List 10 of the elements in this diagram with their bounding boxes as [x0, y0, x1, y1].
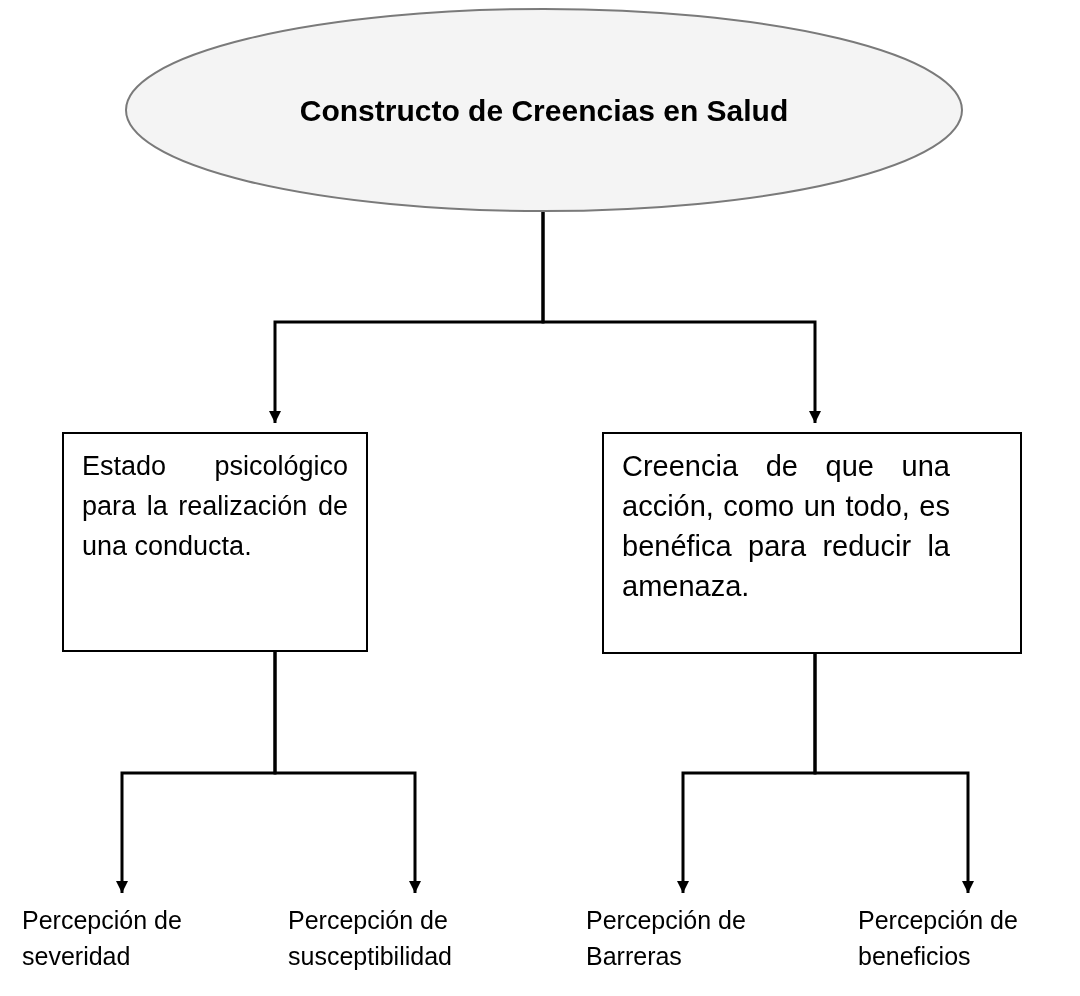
leaf-label: Percepción de susceptibilidad	[288, 905, 453, 972]
ellipse-title: Constructo de Creencias en Salud	[299, 92, 789, 129]
leaf-label: Percepción de beneficios	[858, 905, 1019, 972]
leaf-label: Percepción de Barreras	[586, 905, 747, 972]
leaf-label: Percepción de severidad	[22, 905, 183, 972]
connector-arrow	[541, 212, 821, 423]
connector-arrow	[813, 654, 974, 893]
text-box: Creencia de que una acción, como un todo, es benéfica para reducir la amenaza.	[602, 432, 1022, 654]
connector-arrow	[273, 652, 421, 893]
text-box: Estado psicológico para la realización de una conducta.	[62, 432, 368, 652]
